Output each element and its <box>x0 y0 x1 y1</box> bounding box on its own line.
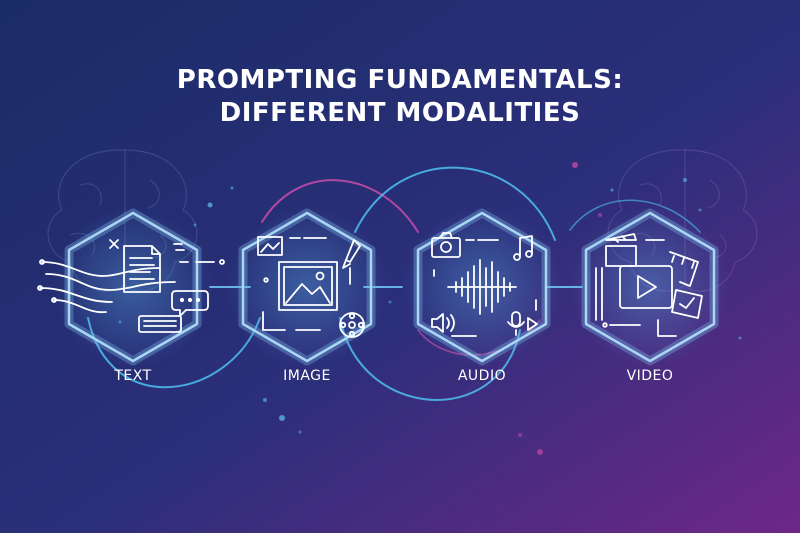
particles <box>118 162 742 455</box>
clapperboard-play-film-strip-icon <box>595 233 703 337</box>
connector-curve-3 <box>354 166 556 241</box>
image-label: IMAGE <box>283 368 331 384</box>
hexagon-frames <box>53 207 730 367</box>
title-line-2: DIFFERENT MODALITIES <box>219 98 581 128</box>
connector-curve-2 <box>261 179 419 233</box>
audio-label: AUDIO <box>457 368 507 384</box>
title-line-1: PROMPTING FUNDAMENTALS: <box>176 65 624 95</box>
video-label: VIDEO <box>626 368 674 384</box>
page-title: PROMPTING FUNDAMENTALS: DIFFERENT MODALI… <box>0 64 800 130</box>
hex-image <box>227 207 387 367</box>
text-document-chat-keyboard-icon <box>37 239 225 333</box>
camera-waveform-microphone-icon <box>431 232 538 337</box>
picture-paintbrush-film-reel-icon <box>257 236 365 338</box>
text-label: TEXT <box>114 368 152 384</box>
hex-video <box>570 207 730 367</box>
connector-curve-4 <box>339 317 521 401</box>
